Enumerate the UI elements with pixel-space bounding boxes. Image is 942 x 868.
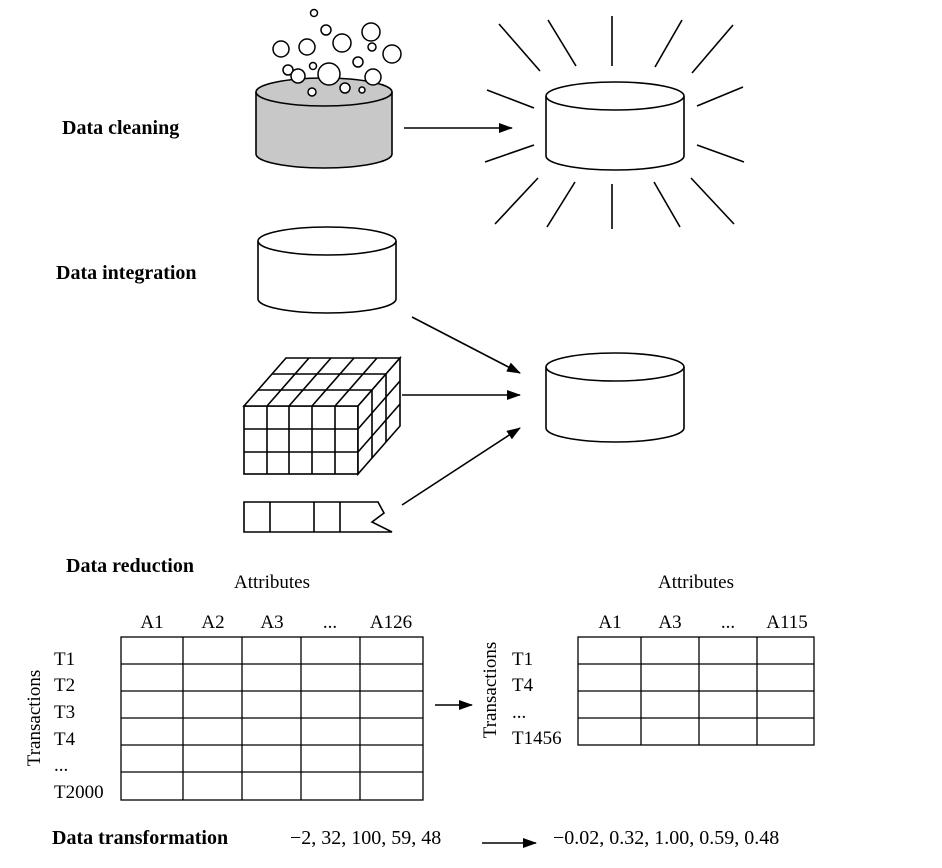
right-transactions-label: Transactions [480, 642, 501, 738]
left-row-header: ... [54, 755, 68, 776]
section-title-transformation: Data transformation [52, 827, 228, 849]
source-database-icon [257, 226, 397, 314]
section-title-integration: Data integration [56, 262, 197, 284]
left-row-header: T4 [54, 729, 76, 750]
bubbles-icon [272, 8, 402, 97]
right-col-header: ... [721, 612, 735, 633]
left-data-table [120, 636, 424, 801]
integrated-database-icon [545, 352, 685, 443]
shine-rays-icon [484, 16, 745, 229]
left-row-header: T3 [54, 702, 75, 723]
section-title-reduction: Data reduction [66, 555, 194, 577]
left-row-header: T2 [54, 675, 75, 696]
right-attributes-label: Attributes [658, 572, 734, 593]
dirty-database-icon [255, 77, 393, 169]
right-col-header: A1 [598, 612, 621, 633]
right-row-header: T1456 [512, 728, 562, 749]
right-row-header: T1 [512, 649, 533, 670]
left-col-header: A2 [201, 612, 224, 633]
right-col-header: A3 [658, 612, 681, 633]
left-transactions-label: Transactions [24, 670, 45, 766]
left-attributes-label: Attributes [234, 572, 310, 593]
left-col-header: A3 [260, 612, 283, 633]
right-data-table [577, 636, 815, 746]
flat-file-icon [243, 501, 393, 533]
right-col-header: A115 [766, 612, 808, 633]
transformation-output-values: −0.02, 0.32, 1.00, 0.59, 0.48 [553, 827, 779, 849]
left-col-header: ... [323, 612, 337, 633]
integration-arrow-bottom [401, 427, 521, 506]
right-row-header: ... [512, 702, 526, 723]
left-row-header: T2000 [54, 782, 104, 803]
left-col-header: A126 [370, 612, 412, 633]
clean-database-icon [545, 81, 685, 171]
section-title-cleaning: Data cleaning [62, 117, 179, 139]
left-col-header: A1 [140, 612, 163, 633]
integration-arrow-top [411, 316, 521, 374]
data-cube-icon [242, 355, 402, 477]
right-row-header: T4 [512, 675, 534, 696]
transformation-input-values: −2, 32, 100, 59, 48 [290, 827, 441, 849]
left-row-header: T1 [54, 649, 75, 670]
